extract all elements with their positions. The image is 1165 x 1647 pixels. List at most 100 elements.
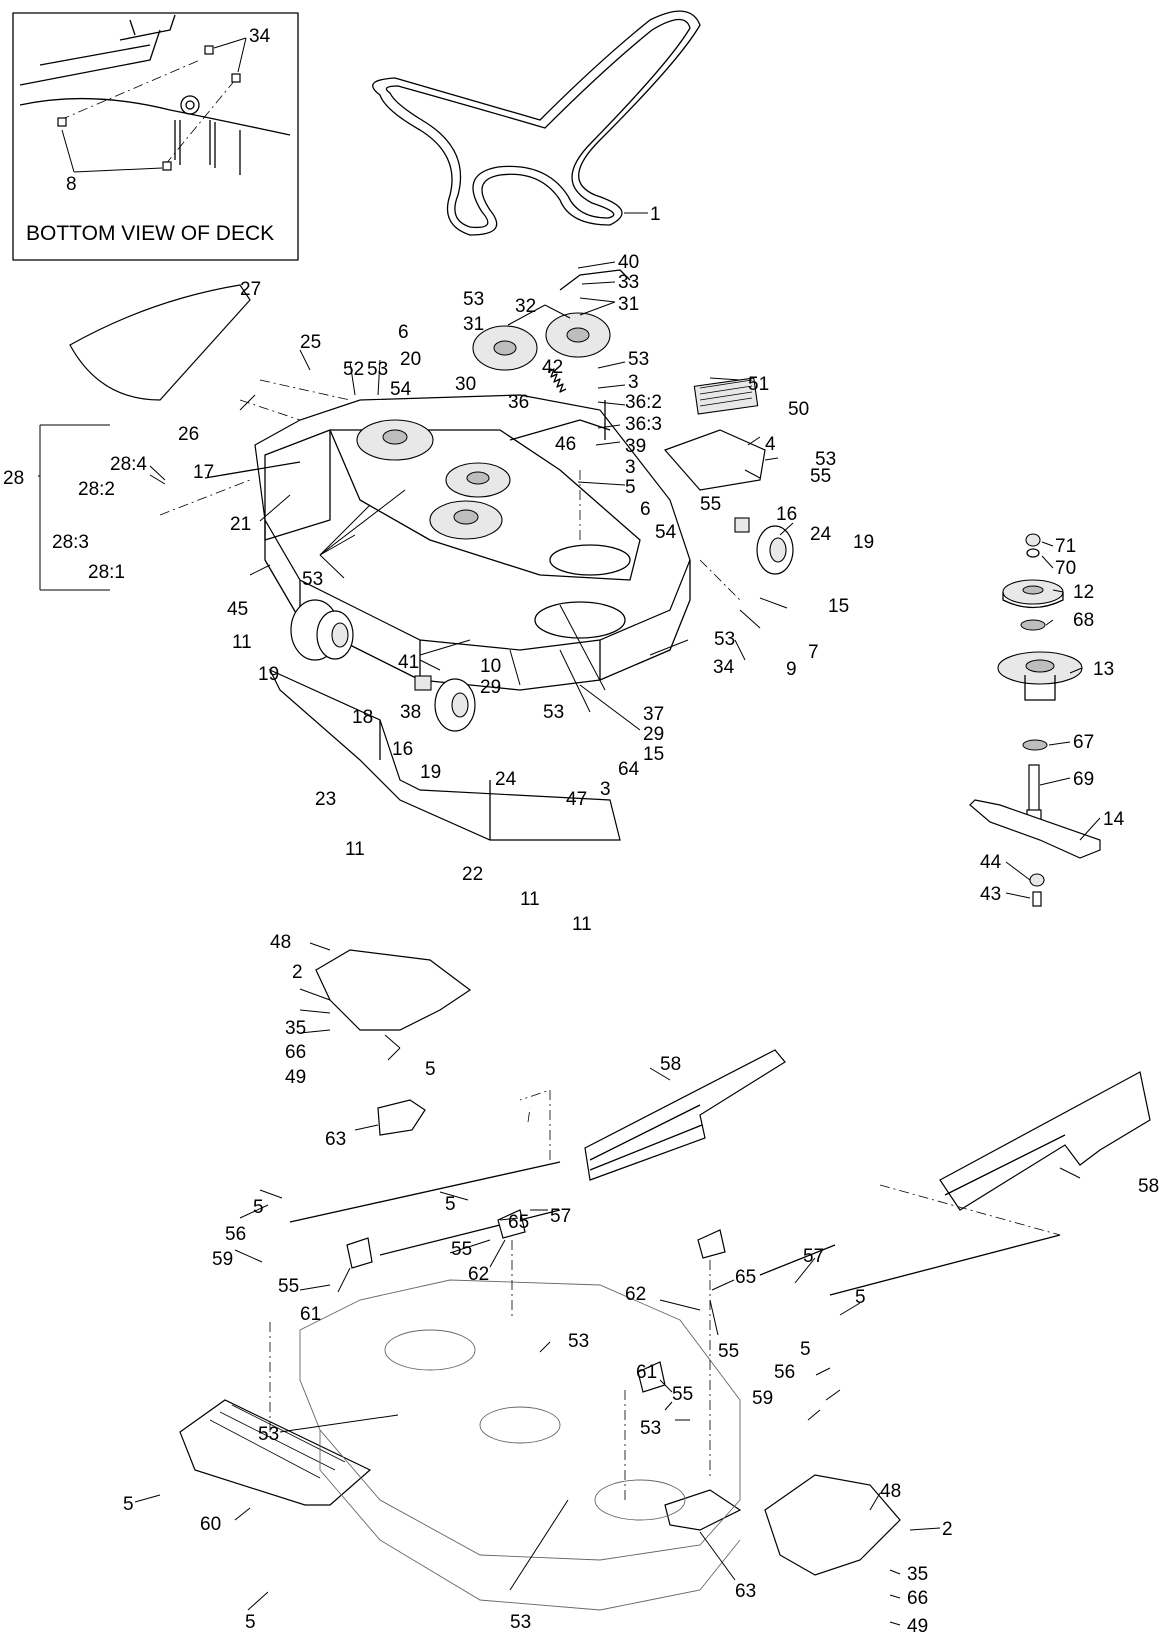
callout-label: 20 — [400, 349, 421, 370]
callout-label: 35 — [907, 1564, 928, 1585]
upper-callouts: 40 33 31 53 31 32 53 3 36:2 36:3 39 3 5 … — [3, 252, 874, 935]
callout-label: 55 — [278, 1276, 299, 1297]
callout-label: 48 — [270, 932, 291, 953]
callout-label: 36:3 — [625, 414, 662, 435]
callout-label: 67 — [1073, 732, 1094, 753]
callout-label: 42 — [542, 357, 563, 378]
callout-label: 5 — [800, 1339, 811, 1360]
callout-label: 49 — [907, 1616, 928, 1637]
callout-label: 70 — [1055, 558, 1076, 579]
callout-label: 53 — [815, 449, 836, 470]
callout-label: 11 — [345, 839, 365, 860]
callout-label: 16 — [776, 504, 797, 525]
callout-label: 3 — [600, 779, 611, 800]
bottom-view-inset: 34 8 BOTTOM VIEW OF DECK — [12, 12, 299, 261]
callout-label: 3 — [628, 372, 639, 393]
callout-label: 28 — [3, 468, 24, 489]
callout-label: 37 — [643, 704, 664, 725]
callout-label: 29 — [480, 677, 501, 698]
callout-label: 5 — [855, 1287, 866, 1308]
pulley-icon — [472, 312, 611, 371]
callout-label: 21 — [230, 514, 251, 535]
callout-label: 58 — [660, 1054, 681, 1075]
pulley-icon — [356, 419, 511, 540]
callout-label: 13 — [1093, 659, 1114, 680]
callout-label: 11 — [520, 889, 540, 910]
callout-label: 63 — [325, 1129, 346, 1150]
callout-label: 46 — [555, 434, 576, 455]
callout-label: 65 — [508, 1212, 529, 1233]
callout-label: 54 — [655, 522, 677, 543]
callout-label: 53 — [628, 349, 649, 370]
inset-deck-drawing — [19, 14, 291, 175]
callout-label: 29 — [643, 724, 664, 745]
callout-label: 15 — [643, 744, 664, 765]
callout-label: 2 — [942, 1519, 953, 1540]
callout-label: 5 — [123, 1494, 134, 1515]
callout-label: 47 — [566, 789, 587, 810]
callout-label: 53 — [463, 289, 484, 310]
inset-frame — [12, 12, 299, 261]
callout-label: 50 — [788, 399, 809, 420]
drive-belt-icon — [372, 10, 701, 236]
mower-deck-icon — [69, 269, 794, 841]
callout-label: 53 — [568, 1331, 589, 1352]
callout-label: 55 — [451, 1239, 472, 1260]
callout-label: 32 — [515, 296, 536, 317]
lower-leaders — [134, 942, 1081, 1626]
callout-label: 3 — [625, 457, 636, 478]
callout-label: 59 — [212, 1249, 233, 1270]
callout-label: 59 — [752, 1388, 773, 1409]
callout-label: 24 — [495, 769, 517, 790]
callout-label: 15 — [828, 596, 849, 617]
callout-label: 18 — [352, 707, 373, 728]
spindle-leaders — [1005, 541, 1101, 899]
callout-label: 23 — [315, 789, 336, 810]
callout-label: 4 — [765, 434, 776, 455]
callout-label: 45 — [227, 599, 248, 620]
callout-label: 63 — [735, 1581, 756, 1602]
callout-label: 11 — [232, 632, 252, 653]
callout-label: 55 — [810, 466, 831, 487]
callout-label: 33 — [618, 272, 639, 293]
blade-icon — [969, 799, 1101, 907]
callout-label: 44 — [980, 852, 1002, 873]
callout-label: 12 — [1073, 582, 1094, 603]
callout-label: 27 — [240, 279, 261, 300]
callout-label: 49 — [285, 1067, 306, 1088]
callout-label: 19 — [420, 762, 441, 783]
callout-label: 7 — [808, 642, 819, 663]
callout-label: 61 — [636, 1362, 657, 1383]
callout-label: 69 — [1073, 769, 1094, 790]
callout-label: 57 — [550, 1206, 571, 1227]
callout-label: 55 — [700, 494, 721, 515]
callout-label: 55 — [672, 1384, 693, 1405]
callout-label: 28:3 — [52, 532, 89, 553]
callout-label: 71 — [1055, 536, 1076, 557]
callout-label: 11 — [572, 914, 592, 935]
callout-label: 5 — [425, 1059, 436, 1080]
callout-label: 41 — [398, 652, 419, 673]
callout-label: 36 — [508, 392, 529, 413]
callout-label: 16 — [392, 739, 413, 760]
callout-label: 52 — [343, 359, 364, 380]
callout-label: 31 — [463, 314, 484, 335]
callout-label: 64 — [618, 759, 640, 780]
callout-label: 55 — [718, 1341, 739, 1362]
callout-label: 9 — [786, 659, 797, 680]
callout-label: 53 — [302, 569, 323, 590]
callout-label: 38 — [400, 702, 421, 723]
callout-label: 22 — [462, 864, 483, 885]
lower-callouts: 48 2 35 66 49 5 63 58 58 5 56 59 5 65 55… — [123, 932, 1159, 1637]
callout-label: 17 — [193, 462, 214, 483]
callout-label: 35 — [285, 1018, 306, 1039]
callout-label: 19 — [853, 532, 874, 553]
callout-label: 31 — [618, 294, 639, 315]
callout-label: 36:2 — [625, 392, 662, 413]
callout-label: 34 — [713, 657, 735, 678]
callout-label: 53 — [258, 1424, 279, 1445]
callout-label: 53 — [640, 1418, 661, 1439]
callout-label: 5 — [445, 1194, 456, 1215]
callout-label: 57 — [803, 1246, 824, 1267]
